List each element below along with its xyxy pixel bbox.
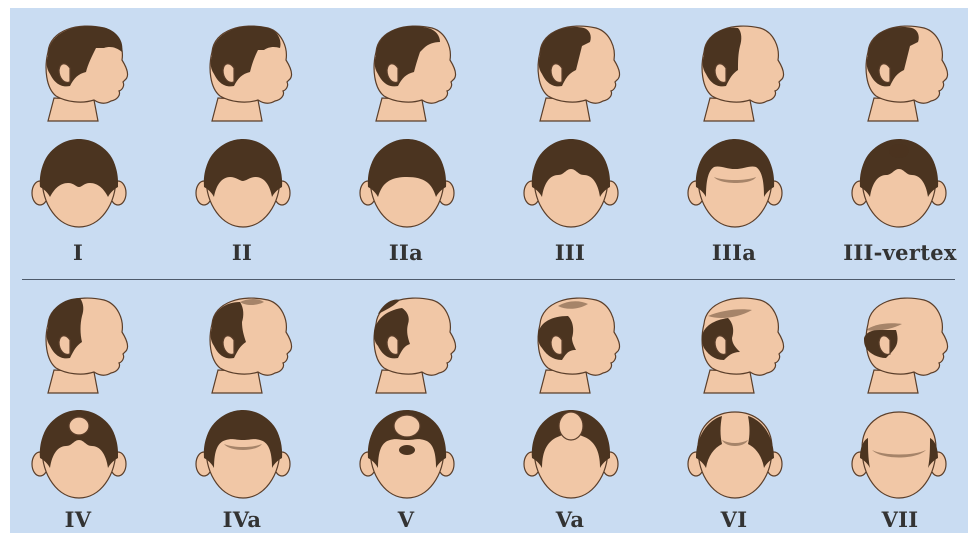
side-head-iia — [354, 16, 464, 126]
side-head-vi — [682, 288, 792, 398]
row-divider — [22, 279, 955, 280]
stage-label-iiia: IIIa — [664, 240, 804, 265]
stage-label-vi: VI — [664, 507, 804, 532]
side-head-v — [354, 288, 464, 398]
back-head-iva — [188, 406, 298, 506]
side-head-vii — [846, 288, 956, 398]
back-head-ii — [188, 135, 298, 235]
side-head-ii — [190, 16, 300, 126]
stage-label-iva: IVa — [172, 507, 312, 532]
side-head-iv — [26, 288, 136, 398]
back-head-va — [516, 406, 626, 506]
back-head-v — [352, 406, 462, 506]
back-head-iv — [24, 406, 134, 506]
stage-label-i: I — [8, 240, 148, 265]
side-head-iii-vertex — [846, 16, 956, 126]
stage-label-ii: II — [172, 240, 312, 265]
back-head-iiia — [680, 135, 790, 235]
stage-label-iia: IIa — [336, 240, 476, 265]
stage-label-v: V — [336, 507, 476, 532]
side-head-iva — [190, 288, 300, 398]
back-head-iii-vertex — [844, 135, 954, 235]
stage-label-va: Va — [500, 507, 640, 532]
diagram-panel — [10, 8, 968, 533]
back-head-vii — [844, 406, 954, 506]
back-head-iia — [352, 135, 462, 235]
stage-label-iii: III — [500, 240, 640, 265]
side-head-iiia — [682, 16, 792, 126]
stage-label-iii-vertex: III-vertex — [830, 240, 970, 265]
side-head-iii — [518, 16, 628, 126]
stage-label-vii: VII — [830, 507, 970, 532]
back-head-i — [24, 135, 134, 235]
stage-label-iv: IV — [8, 507, 148, 532]
side-head-i — [26, 16, 136, 126]
back-head-iii — [516, 135, 626, 235]
side-head-va — [518, 288, 628, 398]
back-head-vi — [680, 406, 790, 506]
